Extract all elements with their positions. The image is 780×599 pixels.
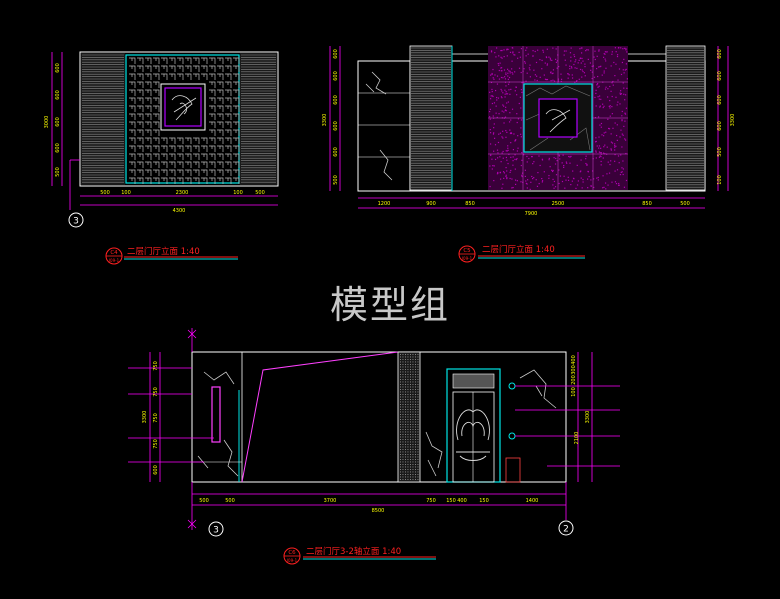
dim-label: 500 <box>225 498 235 504</box>
dim-label: 750 <box>153 387 159 397</box>
dim-label: 600 <box>717 49 723 59</box>
dim-label: 100 <box>717 175 723 185</box>
dim-right-total: 3300 <box>730 114 736 127</box>
marble-feature-wall <box>488 46 628 190</box>
dim-left-total: 3300 <box>142 411 148 424</box>
side-panel-right <box>665 45 706 191</box>
dim-label: 500 <box>100 190 110 196</box>
view-title: 二层门厅立面 1:40 <box>482 244 555 255</box>
dim-label: 500 <box>333 175 339 185</box>
dim-label: 400 <box>571 355 577 365</box>
view-title-c6: C6 J09-1 二层门厅3-2轴立面 1:40 <box>283 546 436 565</box>
axis-bubble-left: 3 <box>213 526 219 536</box>
dim-label: 2300 <box>176 190 189 196</box>
dim-label: 500 <box>255 190 265 196</box>
badge-top: C4 <box>110 250 118 256</box>
dim-label: 600 <box>153 465 159 475</box>
dim-total: 8500 <box>372 508 385 514</box>
dim-label: 600 <box>55 143 61 153</box>
view-title-c5: C5 J09-1 二层门厅立面 1:40 <box>458 244 585 263</box>
stone-rockery <box>425 431 443 477</box>
dim-right-total: 3300 <box>585 411 591 424</box>
leader-lines <box>128 328 620 530</box>
dim-label: 150 <box>479 498 489 504</box>
dragon-motif <box>545 109 571 133</box>
side-panel-right <box>240 53 277 185</box>
dim-label: 750 <box>153 439 159 449</box>
dim-label: 600 <box>333 95 339 105</box>
watermark: 模型组 <box>329 283 450 327</box>
decorative-door <box>446 368 501 483</box>
dim-label: 600 <box>717 71 723 81</box>
dim-label: 500 <box>55 167 61 177</box>
dim-label: 300 <box>571 365 577 375</box>
dim-label: 500 <box>199 498 209 504</box>
dim-label: 600 <box>717 121 723 131</box>
dim-label: 1400 <box>526 498 539 504</box>
dim-label: 600 <box>333 147 339 157</box>
side-panel-left <box>81 53 125 185</box>
dim-label: 500 <box>680 201 690 207</box>
dim-label: 150 <box>446 498 456 504</box>
view-title: 二层门厅立面 1:40 <box>127 246 200 257</box>
badge-bottom: J09-1 <box>461 256 473 261</box>
elevation-c4: 500 100 2300 100 500 600 600 600 600 500 4300 30… <box>44 51 279 265</box>
dragon-motif <box>171 95 197 121</box>
axis-bubble: 3 <box>73 217 79 227</box>
dim-label: 100 <box>121 190 131 196</box>
dim-label: 600 <box>55 90 61 100</box>
dim-label: 750 <box>426 498 436 504</box>
badge-top: C6 <box>288 550 296 556</box>
dim-label: 3700 <box>324 498 337 504</box>
dim-label: 600 <box>333 71 339 81</box>
dim-label: 750 <box>153 361 159 371</box>
dim-label: 500 <box>717 147 723 157</box>
view-title-c4: C4 J09-1 二层门厅立面 1:40 <box>105 246 238 265</box>
side-panel-left <box>409 45 453 191</box>
dim-label: 850 <box>642 201 652 207</box>
dim-label: 900 <box>426 201 436 207</box>
dim-label: 1200 <box>378 201 391 207</box>
view-title: 二层门厅3-2轴立面 1:40 <box>306 546 401 557</box>
ramp-outline <box>241 351 399 483</box>
dim-label: 100 <box>233 190 243 196</box>
stone-rockery <box>519 369 557 409</box>
dim-label: 600 <box>55 63 61 73</box>
dim-right-mid: 2100 <box>574 432 580 445</box>
lattice-screen <box>125 54 240 184</box>
dim-label: 400 <box>457 498 467 504</box>
dim-total: 4300 <box>173 208 186 214</box>
dim-left-total: 3300 <box>322 114 328 127</box>
dim-label: 100 <box>571 387 577 397</box>
badge-bottom: J09-1 <box>108 258 120 263</box>
dim-label: 750 <box>153 413 159 423</box>
badge-top: C5 <box>463 248 471 254</box>
dim-label: 2500 <box>552 201 565 207</box>
dim-label: 200 <box>571 375 577 385</box>
dim-label: 600 <box>55 117 61 127</box>
dim-label: 600 <box>717 95 723 105</box>
badge-bottom: J09-1 <box>286 558 298 563</box>
dim-label: 600 <box>333 121 339 131</box>
dim-label: 850 <box>465 201 475 207</box>
stone-rockery <box>365 71 393 181</box>
dim-label: 600 <box>333 49 339 59</box>
mesh-column <box>397 351 421 483</box>
dim-left-total: 3000 <box>44 116 50 129</box>
axis-bubble-right: 2 <box>563 525 569 535</box>
dim-total: 7900 <box>525 211 538 217</box>
